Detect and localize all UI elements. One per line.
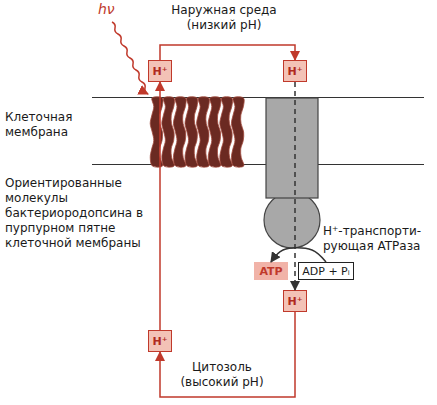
proton-flow-arrow [160,312,295,397]
protein-strip [150,97,163,167]
bacteriorhodopsin-patch: Ориентированные молекулы бактериородопси… [150,98,245,166]
cell-membrane: Ориентированные молекулы бактериородопси… [92,97,424,165]
atp-synthase: H⁺-транспорти- рующая ATPаза [262,98,322,250]
proton-flow-arrow [294,82,296,290]
protein-strip [220,97,233,167]
bacteriorhodopsin-strips [150,98,245,166]
node-text: H⁺-транспорти- рующая ATPаза [323,224,435,254]
atp-box: ATP [254,262,288,280]
protein-strip [162,97,175,167]
protein-strip [185,97,198,167]
node-text: ADP + Pᵢ [302,264,349,279]
proton-box: H⁺ [148,60,172,82]
adp-box: ADP + Pᵢ [298,262,354,280]
node-text: ATP [259,264,282,279]
proton-box: H⁺ [148,330,172,352]
cytosol-label: Цитозоль (высокий pH) [172,360,272,390]
node-text: Клеточная мембрана [5,110,90,140]
node-text: Ориентированные молекулы бактериородопси… [5,176,145,251]
atpase-shape [262,98,322,250]
atpase-head [264,192,320,248]
light-label: hν [98,2,128,17]
node-text: H⁺ [287,294,302,309]
proton-flow-arrow [271,248,326,262]
protein-strip [208,97,221,167]
protein-strip [197,97,210,167]
protein-strip [231,97,244,167]
node-text: H⁺ [152,334,167,349]
proton-flow-arrow [160,45,295,60]
proton-box: H⁺ [283,290,307,312]
light-wave [112,22,148,94]
node-text: H⁺ [287,64,302,79]
outside-medium-label: Наружная среда (низкий pH) [168,3,280,33]
node-text: H⁺ [152,64,167,79]
atpase-stalk [266,98,318,198]
protein-strip [173,97,186,167]
proton-flow-arrow [159,82,161,330]
proton-box: H⁺ [283,60,307,82]
